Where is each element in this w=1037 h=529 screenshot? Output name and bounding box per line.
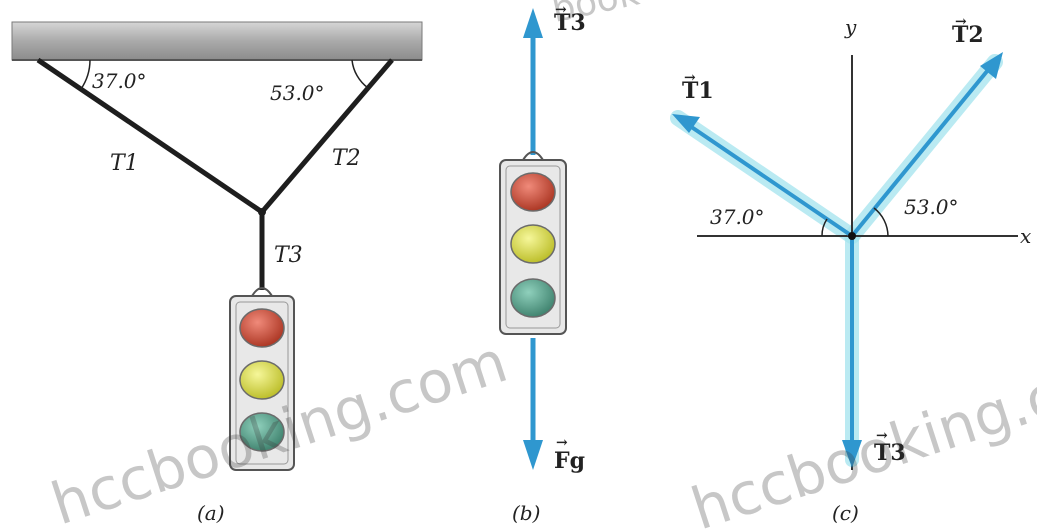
panel-c: x y T1 → T2 → T3 → 37.0° 53.0° (c) (670, 14, 1031, 525)
angle-label-53-right: 53.0° (270, 81, 325, 105)
angle-arc-left (80, 59, 91, 90)
cable-t1 (36, 57, 264, 215)
vector-t2-arrowhead (980, 52, 1003, 79)
vector-t3-arrowhead-c (842, 440, 862, 468)
angle-arc-left-c (821, 218, 828, 237)
ceiling-beam (11, 21, 423, 61)
vector-label-fg: Fg (554, 448, 585, 474)
vector-t1-arrowhead (672, 114, 700, 133)
angle-arc-right (351, 59, 369, 89)
vector-arrow-mark: → (955, 14, 967, 30)
cable-t2 (260, 58, 394, 214)
angle-label-53-c: 53.0° (904, 195, 959, 219)
caption-b: (b) (512, 501, 540, 525)
vector-arrow-mark: → (876, 428, 888, 444)
traffic-light-hook (251, 287, 273, 297)
angle-arc-right-c (873, 207, 889, 237)
cable-label-t2: T2 (332, 146, 361, 171)
watermark-text-2: hccbooking.c (683, 361, 1037, 529)
angle-label-37-left: 37.0° (92, 69, 147, 93)
traffic-light-hook (522, 151, 544, 161)
yellow-light (239, 360, 285, 400)
vector-t1-shaft (688, 124, 854, 238)
red-light (239, 308, 285, 348)
vector-label-t1: T1 (682, 78, 714, 104)
cable-label-t1: T1 (110, 151, 139, 176)
vector-label-t2: T2 (952, 22, 984, 48)
panel-b: T3 → Fg → (b) (499, 2, 586, 525)
red-light (510, 172, 556, 212)
caption-c: (c) (832, 501, 859, 525)
cable-junction (258, 208, 266, 216)
vector-arrow-mark: → (555, 2, 567, 18)
panel-a: 37.0° 53.0° T1 T2 T3 (a) (11, 21, 423, 525)
y-axis-label: y (844, 15, 857, 39)
vector-arrow-mark: → (684, 70, 696, 86)
green-light (239, 412, 285, 452)
traffic-light-b (499, 151, 567, 335)
yellow-light (510, 224, 556, 264)
vector-label-t3-c: T3 (874, 440, 906, 466)
traffic-light-a (229, 287, 295, 471)
cable-label-t3: T3 (274, 243, 303, 268)
watermark-text-3: book (548, 0, 643, 31)
green-light (510, 278, 556, 318)
angle-label-37-c: 37.0° (710, 205, 765, 229)
caption-a: (a) (197, 501, 225, 525)
vector-label-t3-b: T3 (554, 10, 586, 36)
x-axis-label: x (1020, 224, 1031, 248)
vector-t3-arrowhead (523, 8, 543, 38)
vector-fg-arrowhead (523, 440, 543, 470)
vector-arrow-mark: → (556, 435, 568, 451)
origin-point (848, 232, 856, 240)
